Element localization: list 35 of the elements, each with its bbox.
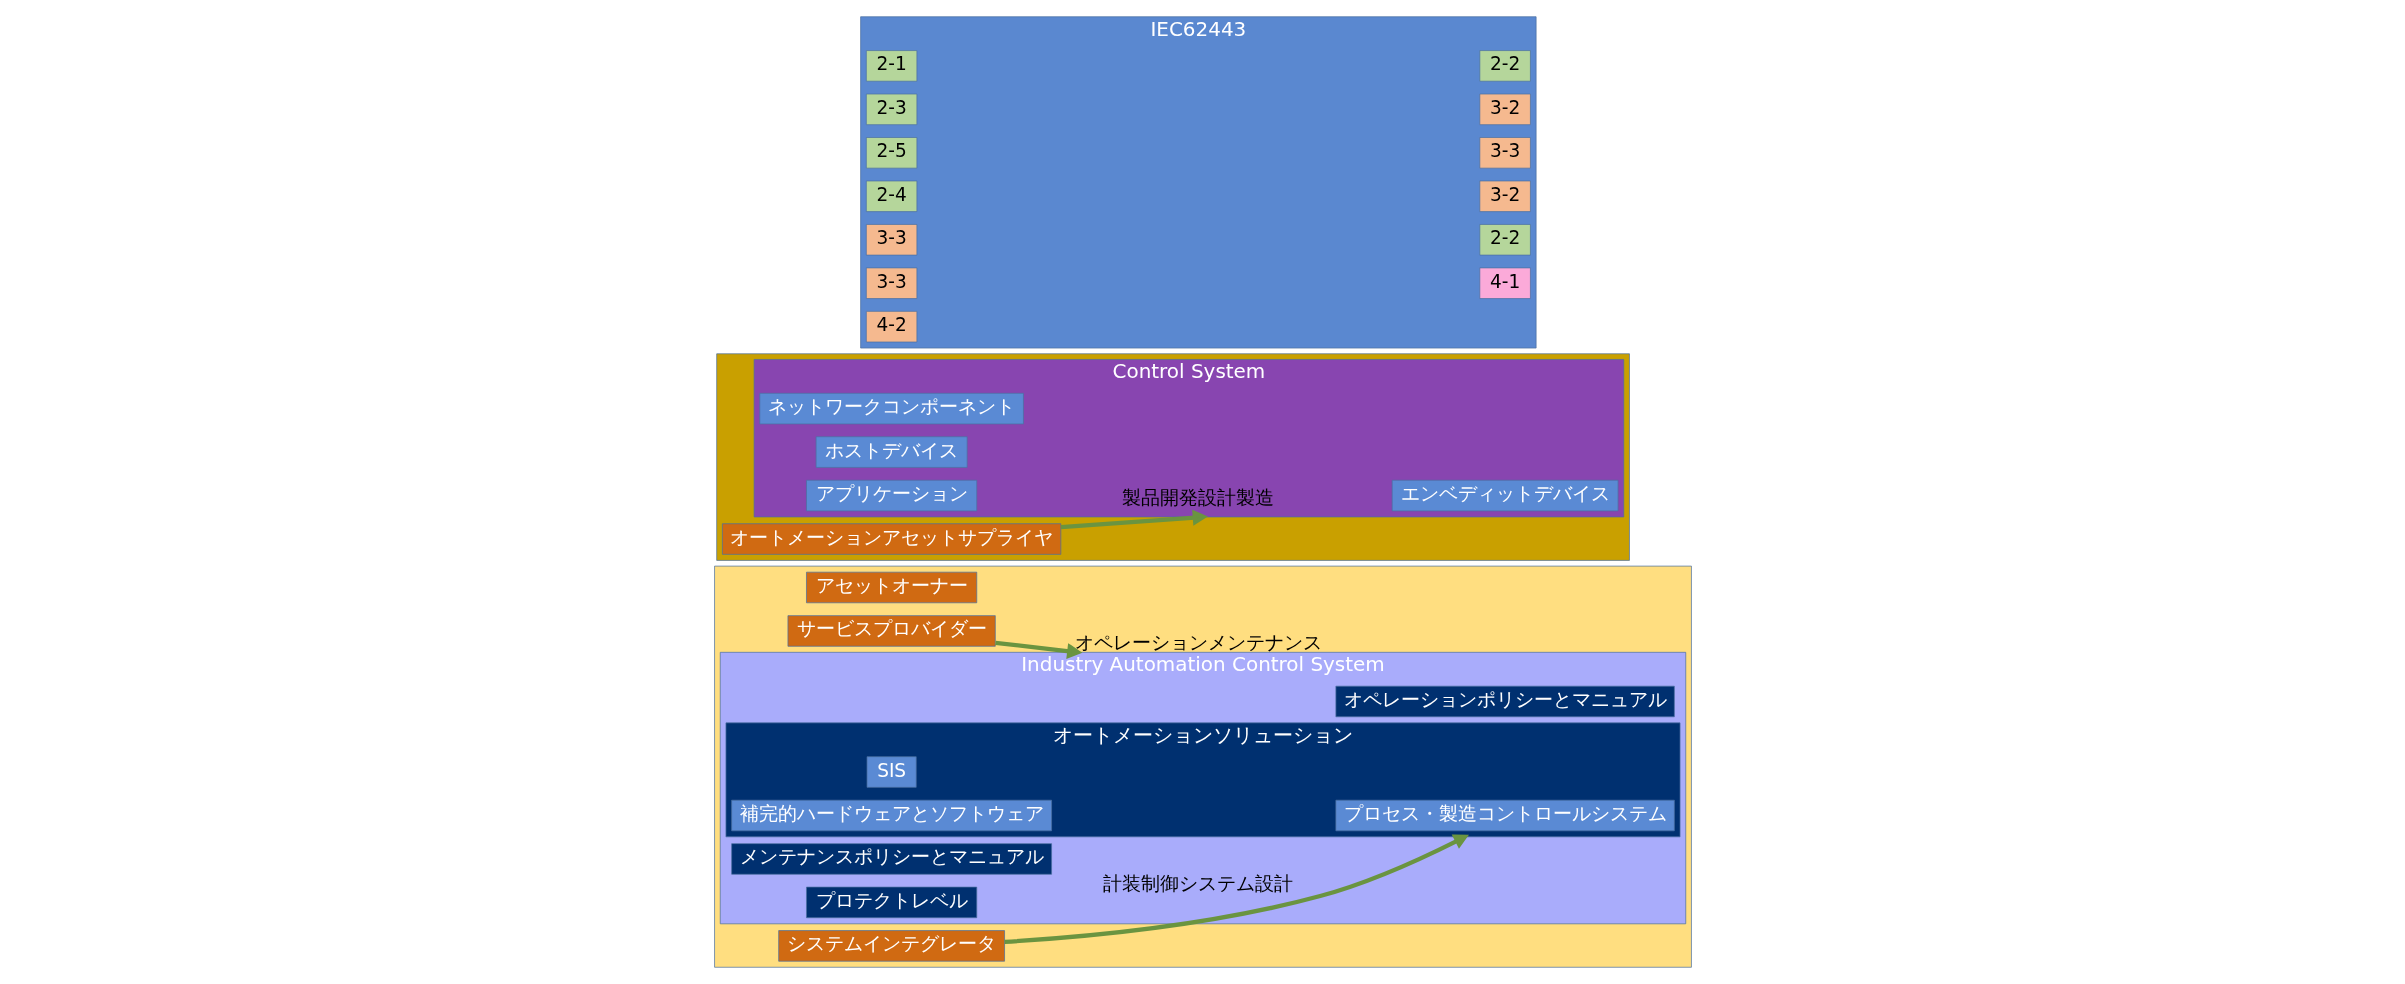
cluster bbox=[715, 353, 1630, 561]
node-box: 補完的ハードウェアとソフトウェア bbox=[730, 799, 1052, 832]
node-box: プロテクトレベル bbox=[805, 886, 977, 919]
node-box: 3-2 bbox=[1478, 180, 1531, 212]
node-box: オペレーションポリシーとマニュアル bbox=[1335, 685, 1675, 718]
node-box: メンテナンスポリシーとマニュアル bbox=[730, 843, 1052, 875]
node-box: ネットワークコンポーネント bbox=[758, 392, 1024, 425]
node-box: 4-2 bbox=[865, 311, 917, 343]
node-box: 2-4 bbox=[865, 180, 917, 212]
node-box: アプリケーション bbox=[805, 479, 977, 512]
node-box: ホストデバイス bbox=[815, 436, 967, 468]
node-box: 3-3 bbox=[1478, 137, 1531, 169]
arrow bbox=[1004, 834, 1469, 945]
arrow bbox=[994, 640, 1082, 660]
node-box: オートメーションアセットサプライヤ bbox=[721, 523, 1061, 555]
edge-label: 計装制御システム設計 bbox=[1102, 873, 1293, 895]
node-box: 2-3 bbox=[865, 93, 917, 126]
node-box: 4-1 bbox=[1478, 267, 1531, 299]
node-box: 2-2 bbox=[1478, 224, 1531, 256]
node-box: 3-3 bbox=[865, 224, 917, 256]
node-box: 2-5 bbox=[865, 137, 917, 169]
node-box: SIS bbox=[866, 756, 917, 788]
edge-label: オペレーションメンテナンス bbox=[1074, 631, 1322, 653]
node-box: エンベディットデバイス bbox=[1391, 479, 1618, 512]
node-box: 3-3 bbox=[865, 267, 917, 299]
node-box: サービスプロバイダー bbox=[787, 615, 996, 647]
arrow bbox=[1060, 509, 1208, 530]
node-box: 2-1 bbox=[865, 50, 917, 82]
node-box: システムインテグレータ bbox=[777, 930, 1005, 962]
node-box: 2-2 bbox=[1478, 50, 1531, 82]
edge-label: 製品開発設計製造 bbox=[1121, 486, 1274, 508]
node-box: 3-2 bbox=[1478, 93, 1531, 126]
node-box: アセットオーナー bbox=[805, 571, 977, 604]
cluster bbox=[713, 565, 1692, 968]
node-box: プロセス・製造コントロールシステム bbox=[1335, 799, 1675, 832]
